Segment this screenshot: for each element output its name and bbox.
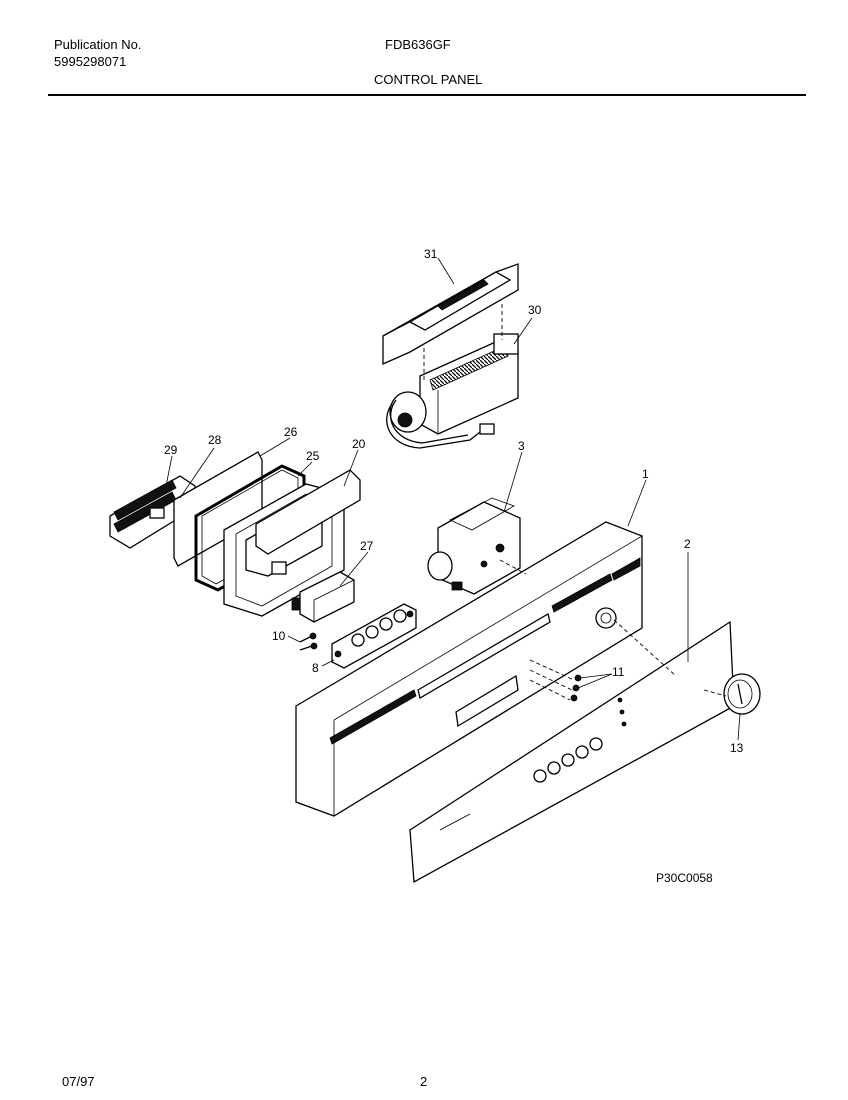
callout-28: 28	[208, 433, 222, 447]
model-number: FDB636GF	[385, 37, 451, 52]
part-8-switch-bar	[331, 603, 417, 669]
part-3-timer	[427, 497, 521, 595]
section-title: CONTROL PANEL	[374, 72, 483, 87]
callout-labels: 31 30 29 28 26 25 20 3 1 2 27 10 8 11 13…	[164, 247, 744, 885]
callout-11: 11	[612, 665, 625, 679]
part-29-board	[109, 475, 196, 549]
callout-25: 25	[306, 449, 320, 463]
callout-3: 3	[518, 439, 525, 453]
publication-number: 5995298071	[54, 54, 127, 69]
part-1-panel-housing	[295, 521, 643, 817]
figure-code: P30C0058	[656, 871, 713, 885]
part-11-screws	[570, 674, 582, 702]
callout-10: 10	[272, 629, 286, 643]
header-divider	[48, 94, 806, 96]
callout-8: 8	[312, 661, 319, 675]
footer-date: 07/97	[62, 1074, 95, 1089]
callout-20: 20	[352, 437, 366, 451]
callout-30: 30	[528, 303, 542, 317]
fascia-overlay	[409, 620, 735, 884]
callout-1: 1	[642, 467, 649, 481]
page-number: 2	[420, 1074, 428, 1089]
part-10-screws	[299, 632, 318, 651]
publication-label: Publication No.	[54, 37, 142, 52]
part-27-module	[291, 571, 355, 623]
leader-lines	[165, 257, 741, 741]
callout-13: 13	[730, 741, 744, 755]
part-30-blower-assembly	[386, 333, 519, 449]
callout-2: 2	[684, 537, 691, 551]
callout-29: 29	[164, 443, 178, 457]
callout-27: 27	[360, 539, 374, 553]
part-13-knob	[723, 673, 761, 715]
part-31-top-panel	[382, 263, 519, 366]
callout-31: 31	[424, 247, 438, 261]
alignment-lines	[423, 304, 727, 701]
callout-26: 26	[284, 425, 298, 439]
